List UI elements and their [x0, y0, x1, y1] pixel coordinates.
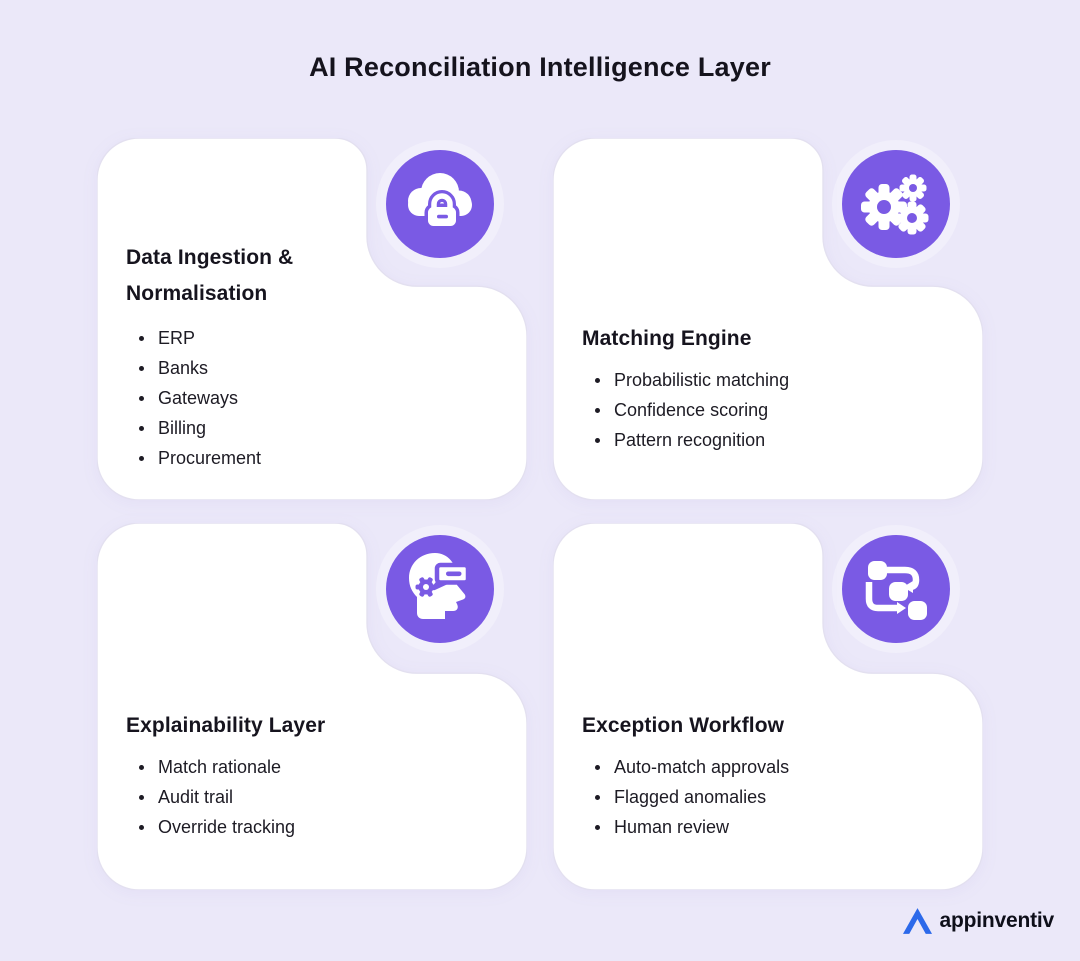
- bullet-item: Probabilistic matching: [582, 365, 963, 395]
- card-background: [97, 138, 527, 500]
- card-title: Exception Workflow: [582, 714, 785, 737]
- bullet-item: Procurement: [126, 443, 507, 473]
- head-gear-message-icon: [386, 535, 494, 643]
- bullet-item: ERP: [126, 323, 507, 353]
- diagram-title: AI Reconciliation Intelligence Layer: [309, 52, 771, 82]
- brand-name: appinventiv: [939, 909, 1055, 932]
- card-background: [553, 138, 983, 500]
- bullet-item: Human review: [582, 812, 963, 842]
- bullet-item: Override tracking: [126, 812, 507, 842]
- bullet-item: Banks: [126, 353, 507, 383]
- card-title: Matching Engine: [582, 327, 752, 350]
- bullet-item: Pattern recognition: [582, 425, 963, 455]
- card-background: [553, 523, 983, 890]
- bullet-item: Flagged anomalies: [582, 782, 963, 812]
- bullet-item: Gateways: [126, 383, 507, 413]
- appinventiv-logo-icon: [902, 908, 932, 934]
- gears-icon: [842, 150, 950, 258]
- bullet-item: Confidence scoring: [582, 395, 963, 425]
- bullet-item: Match rationale: [126, 752, 507, 782]
- bullet-item: Audit trail: [126, 782, 507, 812]
- card-title: Data Ingestion & Normalisation: [126, 246, 294, 305]
- workflow-icon: [842, 535, 950, 643]
- card-title: Explainability Layer: [126, 714, 326, 737]
- bullet-item: Auto-match approvals: [582, 752, 963, 782]
- cloud-lock-icon: [386, 150, 494, 258]
- card-background: [97, 523, 527, 890]
- brand-logo: appinventiv: [901, 903, 1055, 939]
- bullet-item: Billing: [126, 413, 507, 443]
